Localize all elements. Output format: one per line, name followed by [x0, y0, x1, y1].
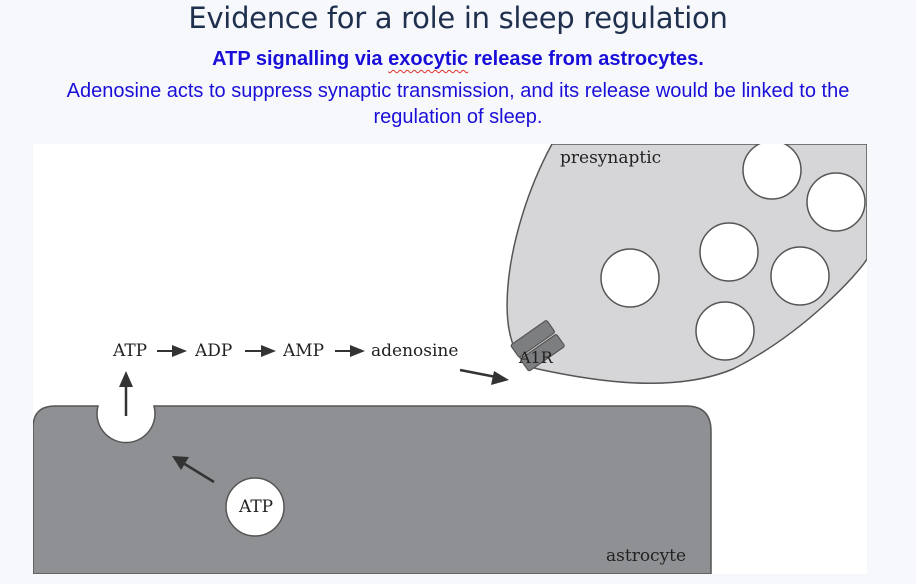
atp-release-arrow: [119, 371, 133, 416]
vesicle-to-membrane-arrow: [172, 456, 215, 484]
adp-to-amp-arrow: [245, 345, 276, 357]
synapse-diagram: [33, 144, 867, 574]
receptor-label: A1R: [519, 348, 553, 367]
atp-to-adp-arrow: [157, 345, 187, 357]
slide-title: Evidence for a role in sleep regulation: [188, 1, 728, 35]
synaptic-vesicle: [695, 301, 755, 361]
synaptic-vesicle: [742, 144, 802, 200]
adenosine-to-receptor-arrow: [459, 368, 509, 385]
amp-to-adenosine-arrow: [335, 345, 365, 357]
subtitle-highlight-word: exocytic: [388, 48, 469, 70]
pathway-adenosine: adenosine: [371, 341, 459, 361]
presynaptic-terminal: [506, 144, 867, 385]
a1r-receptor: [510, 320, 565, 372]
atp-vesicle: [225, 477, 285, 537]
astrocyte-cell: [33, 405, 712, 574]
subtitle-text-end: release from astrocytes.: [468, 48, 704, 70]
pathway-amp: AMP: [283, 341, 325, 361]
subtitle-text-start: ATP signalling via: [212, 48, 389, 70]
diagram-panel: presynaptic astrocyte A1R ATP ATP ADP AM…: [33, 144, 867, 574]
synaptic-vesicle: [699, 222, 759, 282]
synaptic-vesicle: [806, 172, 866, 232]
slide-body-text: Adenosine acts to suppress synaptic tran…: [66, 80, 850, 128]
slide-subtitle: ATP signalling via exocytic release from…: [0, 46, 916, 72]
presynaptic-label: presynaptic: [560, 148, 662, 168]
synaptic-vesicle: [600, 248, 660, 308]
synaptic-vesicle: [770, 246, 830, 306]
pathway-adp: ADP: [195, 341, 233, 361]
astrocyte-label: astrocyte: [606, 546, 687, 566]
pathway-atp: ATP: [113, 341, 148, 361]
atp-vesicle-label: ATP: [239, 497, 274, 517]
